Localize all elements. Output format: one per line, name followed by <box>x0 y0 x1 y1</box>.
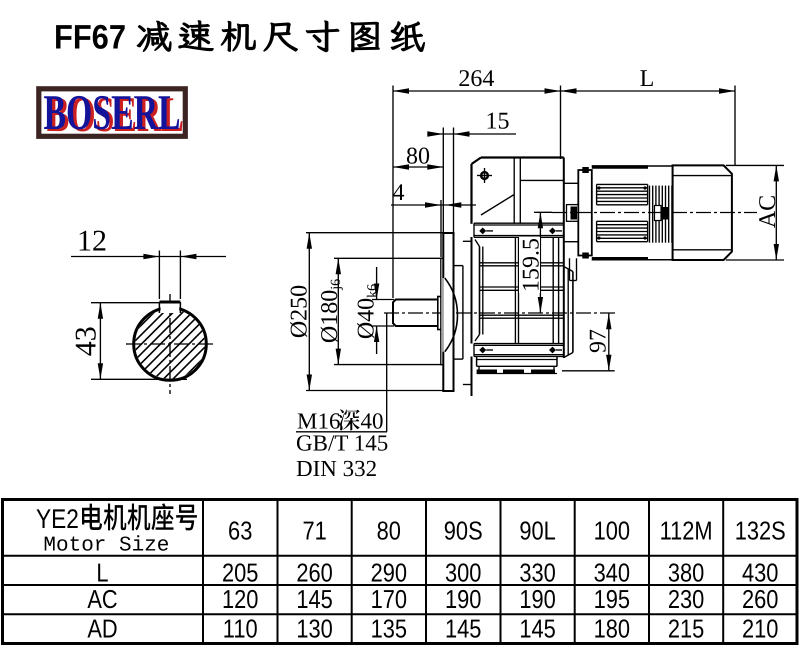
svg-text:340: 340 <box>594 558 630 588</box>
svg-text:L: L <box>640 66 655 92</box>
svg-text:15: 15 <box>486 109 510 135</box>
svg-text:63: 63 <box>228 516 252 546</box>
svg-text:205: 205 <box>222 558 258 588</box>
svg-text:195: 195 <box>594 584 630 614</box>
svg-text:Motor Size: Motor Size <box>43 535 169 558</box>
svg-text:210: 210 <box>742 614 778 644</box>
svg-text:80: 80 <box>406 144 430 170</box>
svg-text:YE2: YE2 <box>36 504 79 534</box>
svg-text:12: 12 <box>77 225 107 258</box>
svg-text:290: 290 <box>371 558 407 588</box>
svg-text:DIN 332: DIN 332 <box>296 456 377 481</box>
svg-text:380: 380 <box>668 558 704 588</box>
svg-text:71: 71 <box>302 516 326 546</box>
svg-text:BOSERL: BOSERL <box>47 86 184 142</box>
svg-text:264: 264 <box>458 66 494 92</box>
svg-text:97: 97 <box>586 329 612 353</box>
svg-text:Ø40k6: Ø40k6 <box>354 284 381 339</box>
svg-text:180: 180 <box>594 614 630 644</box>
svg-text:AC: AC <box>87 584 117 614</box>
svg-text:90L: 90L <box>519 516 555 546</box>
svg-text:Ø250: Ø250 <box>287 285 313 338</box>
svg-text:BOSERL: BOSERL <box>44 84 181 140</box>
svg-text:145: 145 <box>519 614 555 644</box>
svg-text:120: 120 <box>222 584 258 614</box>
svg-text:110: 110 <box>223 614 258 644</box>
svg-text:132S: 132S <box>735 516 786 546</box>
svg-text:145: 145 <box>445 614 481 644</box>
svg-text:300: 300 <box>445 558 481 588</box>
svg-text:90S: 90S <box>444 516 483 546</box>
svg-text:190: 190 <box>519 584 555 614</box>
svg-text:112M: 112M <box>660 516 713 546</box>
svg-text:GB/T 145: GB/T 145 <box>296 431 388 456</box>
svg-text:190: 190 <box>445 584 481 614</box>
svg-text:43: 43 <box>70 326 103 356</box>
svg-text:145: 145 <box>296 584 332 614</box>
svg-text:40: 40 <box>361 409 384 434</box>
svg-text:260: 260 <box>296 558 332 588</box>
svg-text:80: 80 <box>377 516 401 546</box>
svg-text:AC: AC <box>755 195 781 228</box>
svg-text:4: 4 <box>393 180 405 206</box>
svg-text:AD: AD <box>87 614 117 644</box>
svg-text:430: 430 <box>742 558 778 588</box>
svg-text:100: 100 <box>594 516 630 546</box>
svg-text:135: 135 <box>371 614 407 644</box>
svg-text:170: 170 <box>371 584 407 614</box>
svg-text:L: L <box>96 558 108 588</box>
svg-text:FF67: FF67 <box>54 19 126 57</box>
svg-text:260: 260 <box>742 584 778 614</box>
svg-text:130: 130 <box>296 614 332 644</box>
svg-text:215: 215 <box>668 614 704 644</box>
svg-text:159.5: 159.5 <box>519 238 545 292</box>
svg-text:M16: M16 <box>297 409 340 434</box>
svg-text:230: 230 <box>668 584 704 614</box>
svg-text:330: 330 <box>519 558 555 588</box>
